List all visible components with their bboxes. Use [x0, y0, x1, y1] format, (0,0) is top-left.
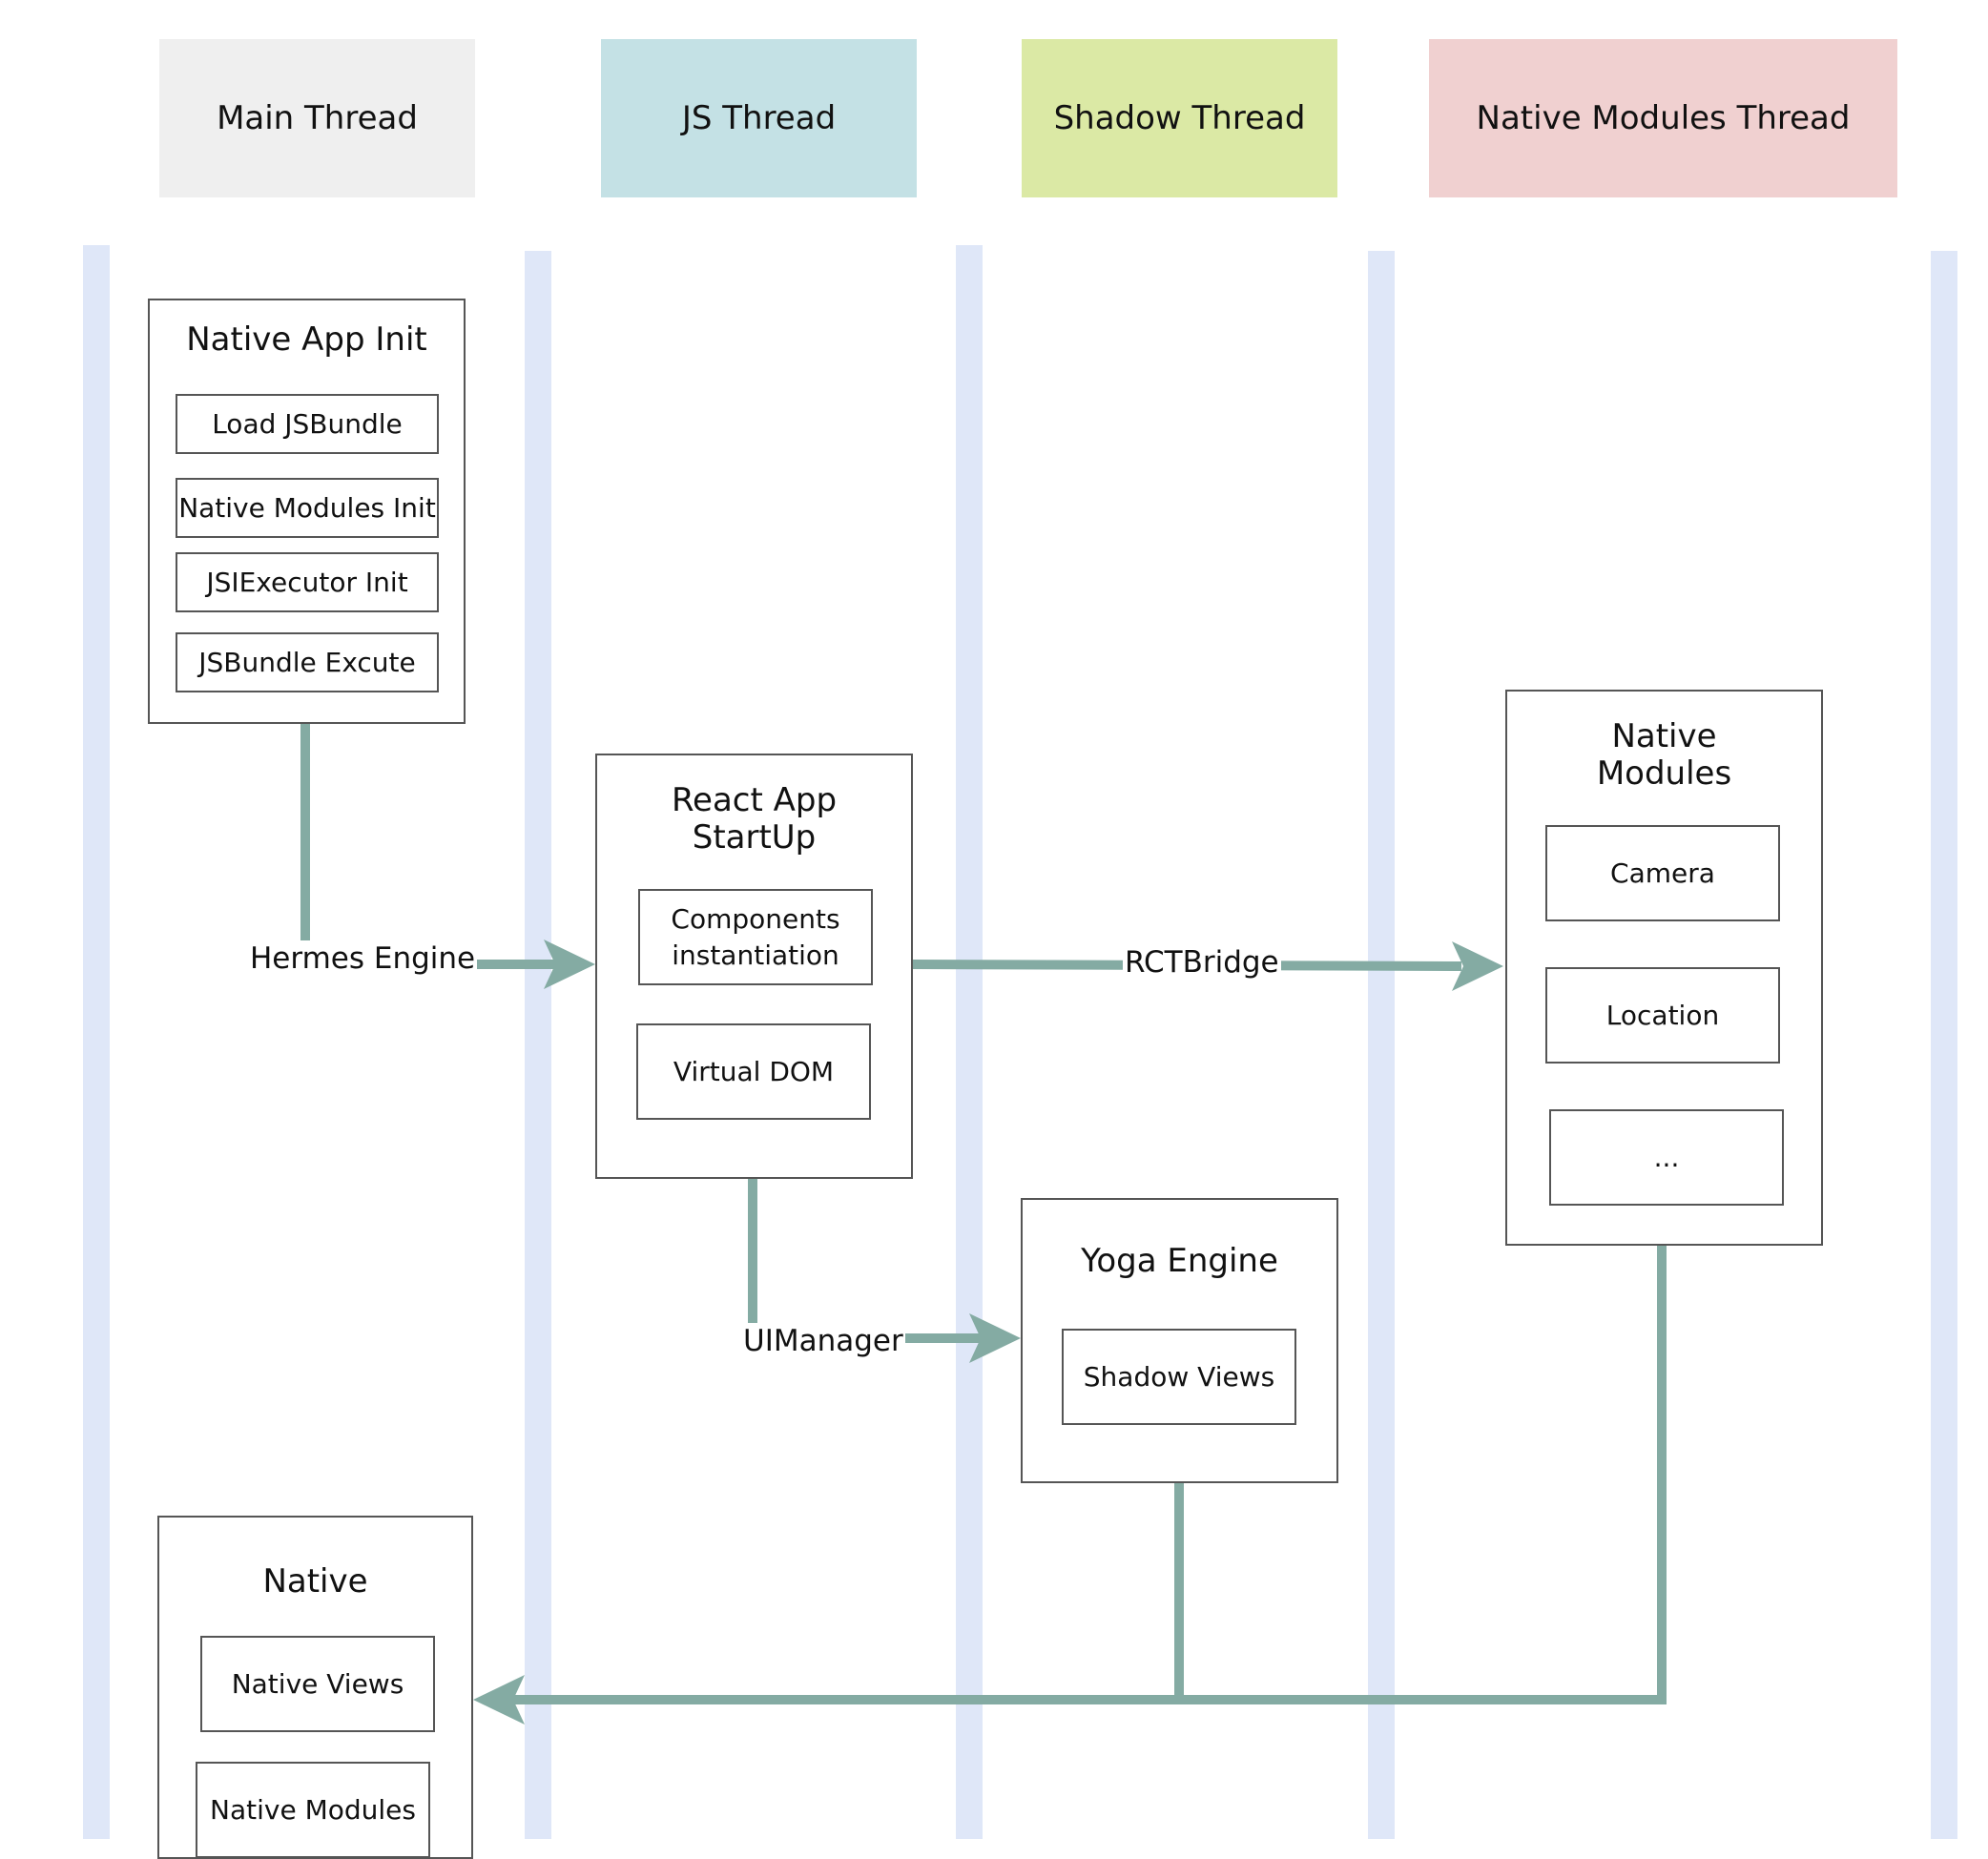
native-app-init-item: Load JSBundle	[176, 394, 439, 454]
lane-header-js-thread: JS Thread	[601, 39, 917, 197]
native-module-item: Location	[1545, 967, 1780, 1064]
box-title: React App StartUp	[671, 781, 838, 857]
react-app-item: Components instantiation	[638, 889, 873, 985]
yoga-engine-item: Shadow Views	[1062, 1329, 1296, 1425]
lane-separator	[525, 251, 551, 1839]
lane-header-native-modules-thread: Native Modules Thread	[1429, 39, 1897, 197]
lane-title: JS Thread	[681, 99, 837, 137]
lane-header-main-thread: Main Thread	[159, 39, 475, 197]
native-app-init-item: Native Modules Init	[176, 478, 439, 538]
arrowhead-rctbridge	[1452, 941, 1503, 991]
box-title: Native	[262, 1562, 368, 1601]
lane-title: Shadow Thread	[1053, 99, 1306, 137]
native-box: Native Native Views Native Modules	[157, 1516, 473, 1859]
yoga-engine-box: Yoga Engine Shadow Views	[1021, 1198, 1338, 1483]
native-modules-box: Native Modules Camera Location ...	[1505, 690, 1823, 1246]
edge-label-hermes-engine: Hermes Engine	[248, 940, 478, 977]
box-title: Yoga Engine	[1081, 1242, 1278, 1280]
react-app-item: Virtual DOM	[636, 1023, 871, 1120]
box-title: Native App Init	[186, 320, 427, 359]
lane-separator	[956, 245, 983, 1839]
react-app-startup-box: React App StartUp Components instantiati…	[595, 754, 913, 1179]
native-app-init-item: JSBundle Excute	[176, 632, 439, 692]
native-module-item: ...	[1549, 1109, 1784, 1206]
edge-label-uimanager: UIManager	[741, 1323, 905, 1359]
lane-separator	[83, 245, 110, 1839]
lane-header-shadow-thread: Shadow Thread	[1022, 39, 1337, 197]
native-item: Native Modules	[196, 1762, 430, 1858]
lane-title: Native Modules Thread	[1476, 99, 1851, 137]
native-app-init-item: JSIExecutor Init	[176, 552, 439, 612]
lane-title: Main Thread	[217, 99, 418, 137]
box-title: Native Modules	[1596, 717, 1732, 793]
native-item: Native Views	[200, 1636, 435, 1732]
arrowhead-hermes	[544, 940, 595, 989]
native-app-init-box: Native App Init Load JSBundle Native Mod…	[148, 299, 466, 724]
native-module-item: Camera	[1545, 825, 1780, 921]
arrowhead-native	[473, 1675, 525, 1725]
lane-separator	[1368, 251, 1395, 1839]
arrowhead-uimanager	[969, 1313, 1021, 1363]
lane-separator	[1931, 251, 1957, 1839]
edge-label-rctbridge: RCTBridge	[1123, 944, 1281, 981]
